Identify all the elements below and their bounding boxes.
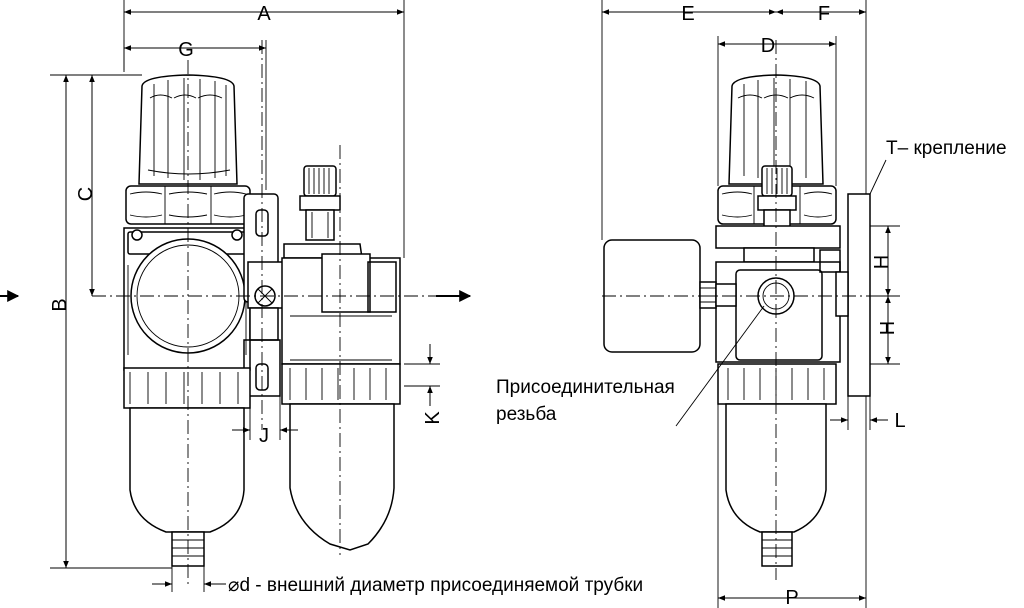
lubricator-bowl xyxy=(281,363,401,551)
dimension-label-P: P xyxy=(785,587,798,608)
dimension-label-A: A xyxy=(257,3,271,25)
dimension-label-J: J xyxy=(259,425,269,447)
side-view xyxy=(602,40,880,580)
front-dimensions xyxy=(50,0,440,592)
regulator-body xyxy=(123,227,251,371)
dimension-label-E: E xyxy=(681,3,694,25)
filter-bowl xyxy=(123,367,251,567)
dimension-label-G: G xyxy=(178,39,194,61)
dimension-label-K: K xyxy=(422,411,444,425)
thread-note-line1: Присоединительная xyxy=(496,377,675,398)
thread-note-line2: резьба xyxy=(496,404,557,425)
dimension-label-L: L xyxy=(894,410,905,432)
dimension-label-H-upper: H xyxy=(871,255,893,269)
mounting-note: T– крепление xyxy=(886,138,1007,159)
side-dimensions xyxy=(601,0,900,608)
dimension-label-F: F xyxy=(818,3,830,25)
dimension-label-B: B xyxy=(49,298,71,311)
lubricator-head xyxy=(281,165,401,365)
dimension-label-H-lower: H xyxy=(877,321,899,335)
front-view xyxy=(0,40,472,585)
dimension-label-C: C xyxy=(75,187,97,201)
dimension-label-D: D xyxy=(761,35,775,57)
tube-diameter-note: ⌀d - внешний диаметр присоединяемой труб… xyxy=(228,575,643,596)
